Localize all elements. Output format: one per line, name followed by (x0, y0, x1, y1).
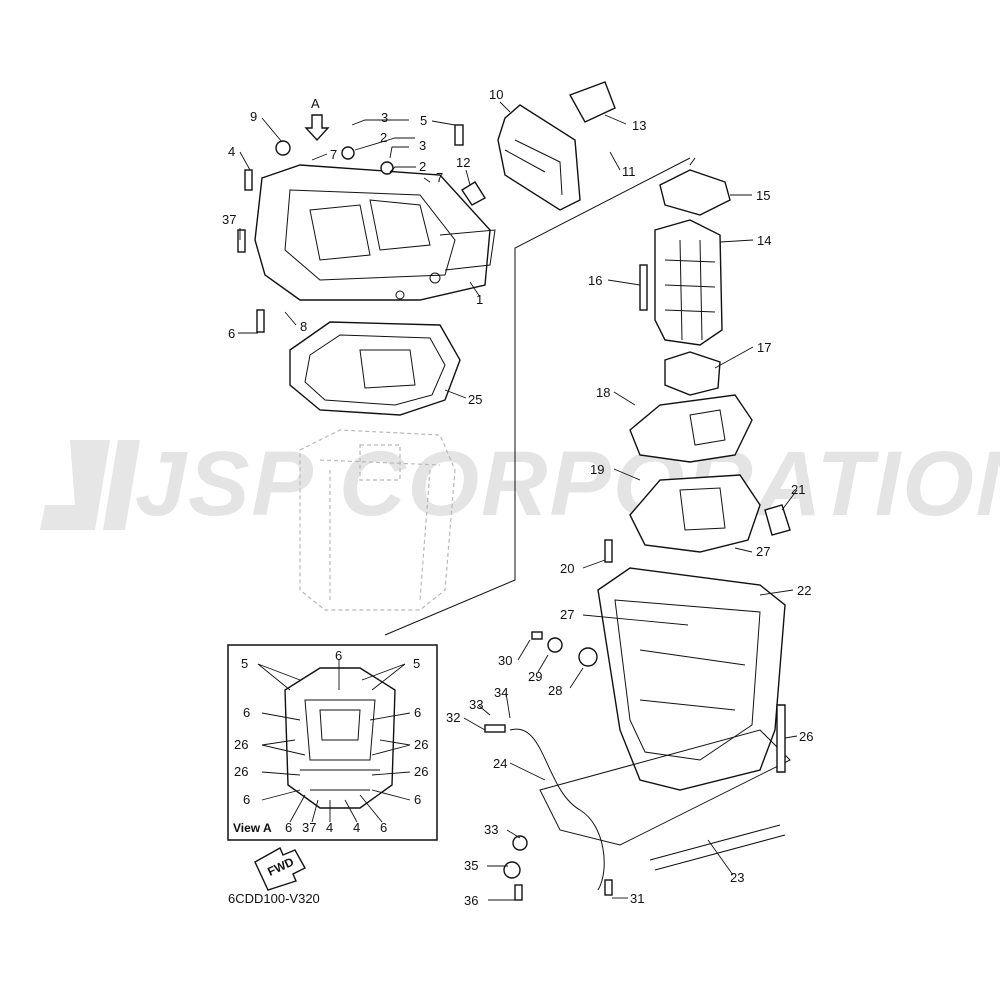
view-a-callout-6[interactable]: 6 (285, 820, 292, 835)
view-a-callout-6[interactable]: 6 (243, 792, 250, 807)
callout-7[interactable]: 7 (436, 170, 443, 185)
callout-1[interactable]: 1 (476, 292, 483, 307)
reference-housing-outline (299, 429, 456, 611)
gasket-18[interactable] (629, 394, 753, 463)
view-a-callout-6[interactable]: 6 (414, 792, 421, 807)
fwd-arrow: FWD (254, 847, 306, 891)
callout-30[interactable]: 30 (498, 653, 512, 668)
assembly-guide-lines (384, 157, 696, 636)
view-a-callout-37[interactable]: 37 (302, 820, 316, 835)
callout-35[interactable]: 35 (464, 858, 478, 873)
view-a-callout-26[interactable]: 26 (234, 737, 248, 752)
callout-3[interactable]: 3 (419, 138, 426, 153)
callout-25[interactable]: 25 (468, 392, 482, 407)
callout-20[interactable]: 20 (560, 561, 574, 576)
drawing-code: 6CDD100-V320 (228, 891, 320, 906)
callout-21[interactable]: 21 (791, 482, 805, 497)
callout-32[interactable]: 32 (446, 710, 460, 725)
callout-18[interactable]: 18 (596, 385, 610, 400)
view-a-callout-6[interactable]: 6 (335, 648, 342, 663)
callout-12[interactable]: 12 (456, 155, 470, 170)
view-a-callout-26[interactable]: 26 (414, 737, 428, 752)
view-a-callout-6[interactable]: 6 (414, 705, 421, 720)
callout-28[interactable]: 28 (548, 683, 562, 698)
view-a-callout-26[interactable]: 26 (414, 764, 428, 779)
callout-24[interactable]: 24 (493, 756, 507, 771)
callout-14[interactable]: 14 (757, 233, 771, 248)
watermark-text: JSP CORPORATION (135, 433, 1000, 535)
view-a-callout-5[interactable]: 5 (241, 656, 248, 671)
callout-5[interactable]: 5 (420, 113, 427, 128)
callout-7[interactable]: 7 (330, 147, 337, 162)
view-a-inset: 5 6 5 6 6 26 26 26 26 6 6 6 37 4 4 6 Vie… (227, 644, 438, 841)
view-a-callout-26[interactable]: 26 (234, 764, 248, 779)
callout-17[interactable]: 17 (757, 340, 771, 355)
callout-6[interactable]: 6 (228, 326, 235, 341)
callout-33[interactable]: 33 (484, 822, 498, 837)
view-a-callout-5[interactable]: 5 (413, 656, 420, 671)
callout-29[interactable]: 29 (528, 669, 542, 684)
bracket-13[interactable] (568, 81, 616, 123)
gasket-25[interactable] (289, 321, 461, 416)
callout-34[interactable]: 34 (494, 685, 508, 700)
callout-8[interactable]: 8 (300, 319, 307, 334)
callout-19[interactable]: 19 (590, 462, 604, 477)
callout-33[interactable]: 33 (469, 697, 483, 712)
callout-13[interactable]: 13 (632, 118, 646, 133)
exhaust-guide-upper-case[interactable] (254, 164, 496, 301)
fasteners[interactable] (237, 124, 648, 901)
seal-21[interactable] (764, 504, 791, 536)
bolt-26[interactable] (776, 704, 786, 773)
callout-11[interactable]: 11 (622, 164, 636, 179)
callout-31[interactable]: 31 (630, 891, 644, 906)
view-a-callout-6[interactable]: 6 (380, 820, 387, 835)
callout-4[interactable]: 4 (228, 144, 235, 159)
callout-labels: 1 2 2 3 3 4 5 6 7 7 8 9 10 11 12 13 14 1… (222, 87, 813, 908)
callout-2[interactable]: 2 (380, 130, 387, 145)
rubber-seal-23[interactable] (649, 824, 786, 871)
callout-27[interactable]: 27 (560, 607, 574, 622)
upper-casing-22[interactable] (539, 567, 791, 846)
callout-36[interactable]: 36 (464, 893, 478, 908)
callout-10[interactable]: 10 (489, 87, 503, 102)
callout-15[interactable]: 15 (756, 188, 770, 203)
view-a-callout-6[interactable]: 6 (243, 705, 250, 720)
gasket-12[interactable] (461, 181, 486, 206)
exhaust-pipe-14[interactable] (654, 219, 723, 346)
view-a-arrow: A (304, 96, 330, 142)
exhaust-plate-19[interactable] (629, 474, 761, 553)
callout-3[interactable]: 3 (381, 110, 388, 125)
callout-27[interactable]: 27 (756, 544, 770, 559)
view-a-arrow-label: A (311, 96, 320, 111)
view-a-callout-4[interactable]: 4 (353, 820, 360, 835)
silencer-10[interactable] (497, 104, 581, 211)
callout-2[interactable]: 2 (419, 159, 426, 174)
callout-37[interactable]: 37 (222, 212, 236, 227)
hose-24[interactable] (509, 728, 605, 891)
gasket-15[interactable] (659, 169, 731, 216)
callout-9[interactable]: 9 (250, 109, 257, 124)
callout-23[interactable]: 23 (730, 870, 744, 885)
view-a-callout-4[interactable]: 4 (326, 820, 333, 835)
leader-lines (238, 101, 798, 901)
callout-22[interactable]: 22 (797, 583, 811, 598)
seal-17[interactable] (664, 351, 721, 396)
callout-26[interactable]: 26 (799, 729, 813, 744)
watermark: JSP CORPORATION (40, 433, 1000, 535)
callout-16[interactable]: 16 (588, 273, 602, 288)
view-a-title: View A (233, 821, 272, 835)
